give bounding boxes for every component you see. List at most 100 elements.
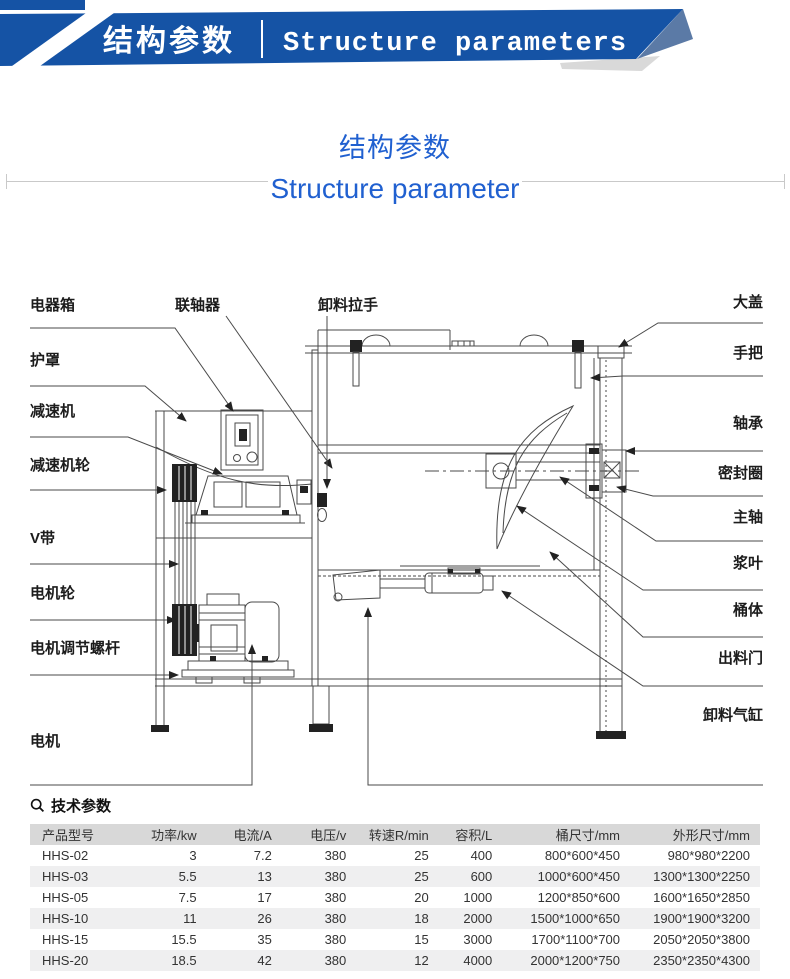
banner-shadow bbox=[560, 56, 660, 71]
cell-volume: 4000 bbox=[463, 953, 493, 968]
header-speed: 转速R/min bbox=[356, 824, 439, 845]
cell-power: 15.5 bbox=[171, 932, 197, 947]
cell-voltage: 380 bbox=[324, 953, 347, 968]
leader-lines bbox=[30, 315, 763, 786]
table-row: HHS-05 7.5 17 380 20 1000 1200*850*600 1… bbox=[30, 887, 760, 908]
part-label-barrel-body: 桶体 bbox=[733, 601, 764, 619]
header-model: 产品型号 bbox=[30, 824, 133, 845]
table-row: HHS-02 3 7.2 380 25 400 800*600*450 980*… bbox=[30, 845, 760, 866]
cell-volume: 3000 bbox=[463, 932, 493, 947]
table-title-text: 技术参数 bbox=[51, 798, 112, 815]
cell-power: 7.5 bbox=[178, 890, 197, 905]
part-label-reducer-wheel: 减速机轮 bbox=[30, 456, 90, 474]
cell-voltage: 380 bbox=[324, 869, 347, 884]
cell-voltage: 380 bbox=[324, 890, 347, 905]
machine-diagram: 电器箱 护罩 减速机 减速机轮 V带 电机轮 电机调节螺杆 电机 联轴器 卸料拉… bbox=[30, 293, 764, 786]
part-labels: 电器箱 护罩 减速机 减速机轮 V带 电机轮 电机调节螺杆 电机 联轴器 卸料拉… bbox=[30, 293, 764, 750]
cell-overall-size: 1900*1900*3200 bbox=[653, 911, 750, 926]
cell-current: 35 bbox=[257, 932, 272, 947]
cell-model: HHS-05 bbox=[42, 890, 89, 905]
dimension-line-left bbox=[6, 181, 268, 182]
cell-power: 5.5 bbox=[178, 869, 197, 884]
cell-current: 13 bbox=[257, 869, 272, 884]
cell-power: 11 bbox=[183, 911, 197, 926]
banner-fold bbox=[637, 9, 693, 59]
spec-table: 产品型号 功率/kw 电流/A 电压/v 转速R/min 容积/L 桶尺寸/mm… bbox=[30, 824, 760, 971]
section-title-cn: 结构参数 bbox=[339, 133, 451, 163]
header-volume: 容积/L bbox=[438, 824, 503, 845]
cell-barrel-size: 1200*850*600 bbox=[537, 890, 621, 905]
banner-title-en: Structure parameters bbox=[283, 29, 627, 59]
cell-model: HHS-02 bbox=[42, 848, 89, 863]
section-title-en: Structure parameter bbox=[270, 173, 520, 204]
part-label-discharge-door: 出料门 bbox=[718, 649, 763, 667]
cell-barrel-size: 2000*1200*750 bbox=[530, 953, 621, 968]
part-label-discharge-cylinder: 卸料气缸 bbox=[703, 706, 763, 724]
cell-barrel-size: 1500*1000*650 bbox=[530, 911, 621, 926]
cell-barrel-size: 1700*1100*700 bbox=[531, 932, 621, 947]
cell-overall-size: 2050*2050*3800 bbox=[653, 932, 750, 947]
part-label-handle: 手把 bbox=[733, 344, 763, 362]
cell-overall-size: 2350*2350*4300 bbox=[653, 953, 750, 968]
part-label-paddle: 浆叶 bbox=[733, 554, 763, 572]
cell-model: HHS-15 bbox=[42, 932, 89, 947]
cell-current: 26 bbox=[257, 911, 272, 926]
spec-table-section: 技术参数 产品型号 功率/kw 电流/A 电压/v 转速R/min 容积/L 桶… bbox=[30, 795, 760, 971]
cell-voltage: 380 bbox=[324, 932, 347, 947]
cell-model: HHS-03 bbox=[42, 869, 89, 884]
header-overall-size: 外形尺寸/mm bbox=[630, 824, 760, 845]
cell-current: 7.2 bbox=[253, 848, 272, 863]
cell-volume: 600 bbox=[470, 869, 493, 884]
part-label-coupling: 联轴器 bbox=[175, 296, 221, 314]
cell-model: HHS-10 bbox=[42, 911, 89, 926]
cell-speed: 15 bbox=[414, 932, 429, 947]
table-row: HHS-15 15.5 35 380 15 3000 1700*1100*700… bbox=[30, 929, 760, 950]
dimension-line-right bbox=[522, 181, 784, 182]
cell-model: HHS-20 bbox=[42, 953, 89, 968]
table-header-row: 产品型号 功率/kw 电流/A 电压/v 转速R/min 容积/L 桶尺寸/mm… bbox=[30, 824, 760, 845]
part-label-guard: 护罩 bbox=[30, 351, 60, 369]
banner-top-strip bbox=[0, 0, 85, 10]
cell-overall-size: 980*980*2200 bbox=[667, 848, 750, 863]
part-label-main-shaft: 主轴 bbox=[733, 508, 763, 526]
cell-current: 17 bbox=[257, 890, 272, 905]
cell-speed: 18 bbox=[414, 911, 429, 926]
cell-volume: 2000 bbox=[463, 911, 493, 926]
cell-power: 18.5 bbox=[171, 953, 197, 968]
part-label-motor: 电机 bbox=[30, 732, 60, 750]
header-voltage: 电压/v bbox=[281, 824, 357, 845]
cell-barrel-size: 800*600*450 bbox=[544, 848, 621, 863]
cell-speed: 12 bbox=[414, 953, 429, 968]
part-label-motor-wheel: 电机轮 bbox=[30, 584, 75, 602]
cell-power: 3 bbox=[189, 848, 197, 863]
magnifier-icon bbox=[30, 798, 45, 813]
table-title: 技术参数 bbox=[30, 795, 760, 816]
section-title: 结构参数 Structure parameter bbox=[0, 126, 790, 205]
banner-title-cn: 结构参数 bbox=[103, 25, 235, 58]
header-current: 电流/A bbox=[206, 824, 282, 845]
header-barrel-size: 桶尺寸/mm bbox=[502, 824, 631, 845]
dimension-tick-right bbox=[784, 174, 785, 189]
header-banner: 结构参数 Structure parameters bbox=[0, 0, 693, 71]
cell-speed: 25 bbox=[414, 848, 429, 863]
header-power: 功率/kw bbox=[132, 824, 207, 845]
part-label-bearing: 轴承 bbox=[733, 414, 763, 432]
table-row: HHS-10 11 26 380 18 2000 1500*1000*650 1… bbox=[30, 908, 760, 929]
dimension-tick-left bbox=[6, 174, 7, 189]
part-label-motor-adjust-screw: 电机调节螺杆 bbox=[30, 639, 120, 657]
part-label-seal-ring: 密封圈 bbox=[718, 464, 763, 482]
cell-overall-size: 1600*1650*2850 bbox=[653, 890, 750, 905]
cell-volume: 1000 bbox=[463, 890, 493, 905]
cell-volume: 400 bbox=[470, 848, 493, 863]
cell-voltage: 380 bbox=[324, 911, 347, 926]
part-label-big-cover: 大盖 bbox=[733, 293, 763, 311]
cell-speed: 20 bbox=[414, 890, 429, 905]
cell-voltage: 380 bbox=[324, 848, 347, 863]
part-label-reducer: 减速机 bbox=[30, 402, 75, 420]
banner-body bbox=[0, 9, 683, 66]
machine-drawing bbox=[151, 329, 640, 739]
part-label-discharge-handle: 卸料拉手 bbox=[318, 296, 378, 314]
cell-overall-size: 1300*1300*2250 bbox=[653, 869, 750, 884]
cell-current: 42 bbox=[257, 953, 272, 968]
